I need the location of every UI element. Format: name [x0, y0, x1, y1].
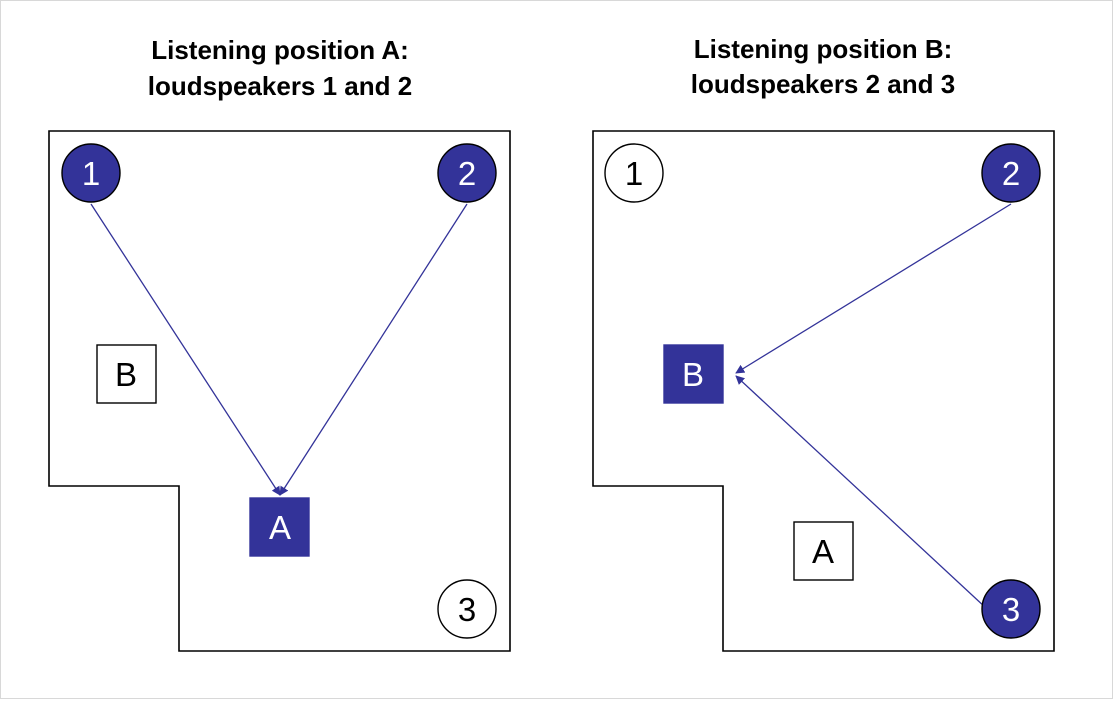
panel-a-speaker-2-circle	[437, 143, 497, 203]
panel-b-room-outline	[592, 130, 1055, 652]
panel-a-position-b-label: B	[115, 356, 137, 393]
panel-b-position-a: A	[793, 521, 854, 581]
panel-b-position-a-box	[793, 521, 854, 581]
panel-b: Listening position B: loudspeakers 2 and…	[592, 34, 1055, 652]
panel-b-speaker-2-circle	[981, 143, 1041, 203]
panel-b-ray-speaker-3	[735, 375, 987, 609]
panel-b-ray-speaker-2	[735, 203, 1012, 374]
panel-a-speaker-1-circle	[61, 143, 121, 203]
panel-a-speaker-3: 3	[437, 579, 497, 639]
panel-b-position-b-box	[663, 344, 724, 404]
panel-a-position-a: A	[249, 497, 310, 557]
panel-b-position-a-label: A	[812, 533, 834, 570]
panel-a-speaker-3-label: 3	[458, 591, 476, 628]
panel-b-speaker-1-circle	[604, 143, 664, 203]
panel-a-speaker-2-label: 2	[458, 155, 476, 192]
panel-a-speaker-3-circle	[437, 579, 497, 639]
panel-b-position-b: B	[663, 344, 724, 404]
panel-a: Listening position A: loudspeakers 1 and…	[48, 35, 511, 652]
panel-b-speaker-2: 2	[981, 143, 1041, 203]
panel-b-speaker-1: 1	[604, 143, 664, 203]
panel-a-room-outline	[48, 130, 511, 652]
panel-a-position-b: B	[96, 344, 157, 404]
panel-a-title-line1: Listening position A:	[151, 35, 409, 65]
panel-a-position-b-box	[96, 344, 157, 404]
panel-b-position-b-label: B	[682, 356, 704, 393]
panel-a-speaker-1: 1	[61, 143, 121, 203]
panel-b-speaker-3-label: 3	[1002, 591, 1020, 628]
panel-a-position-a-box	[249, 497, 310, 557]
panel-b-speaker-3-circle	[981, 579, 1041, 639]
panel-a-speaker-1-label: 1	[82, 155, 100, 192]
panel-a-ray-speaker-2	[279, 203, 468, 496]
panel-b-speaker-2-label: 2	[1002, 155, 1020, 192]
panel-a-title-line2: loudspeakers 1 and 2	[148, 71, 412, 101]
panel-a-ray-speaker-1	[90, 203, 281, 496]
panel-a-speaker-2: 2	[437, 143, 497, 203]
panel-b-title-line1: Listening position B:	[694, 34, 953, 64]
panel-b-speaker-1-label: 1	[625, 155, 643, 192]
panel-b-title-line2: loudspeakers 2 and 3	[691, 69, 955, 99]
panel-b-speaker-3: 3	[981, 579, 1041, 639]
panel-a-position-a-label: A	[269, 509, 291, 546]
